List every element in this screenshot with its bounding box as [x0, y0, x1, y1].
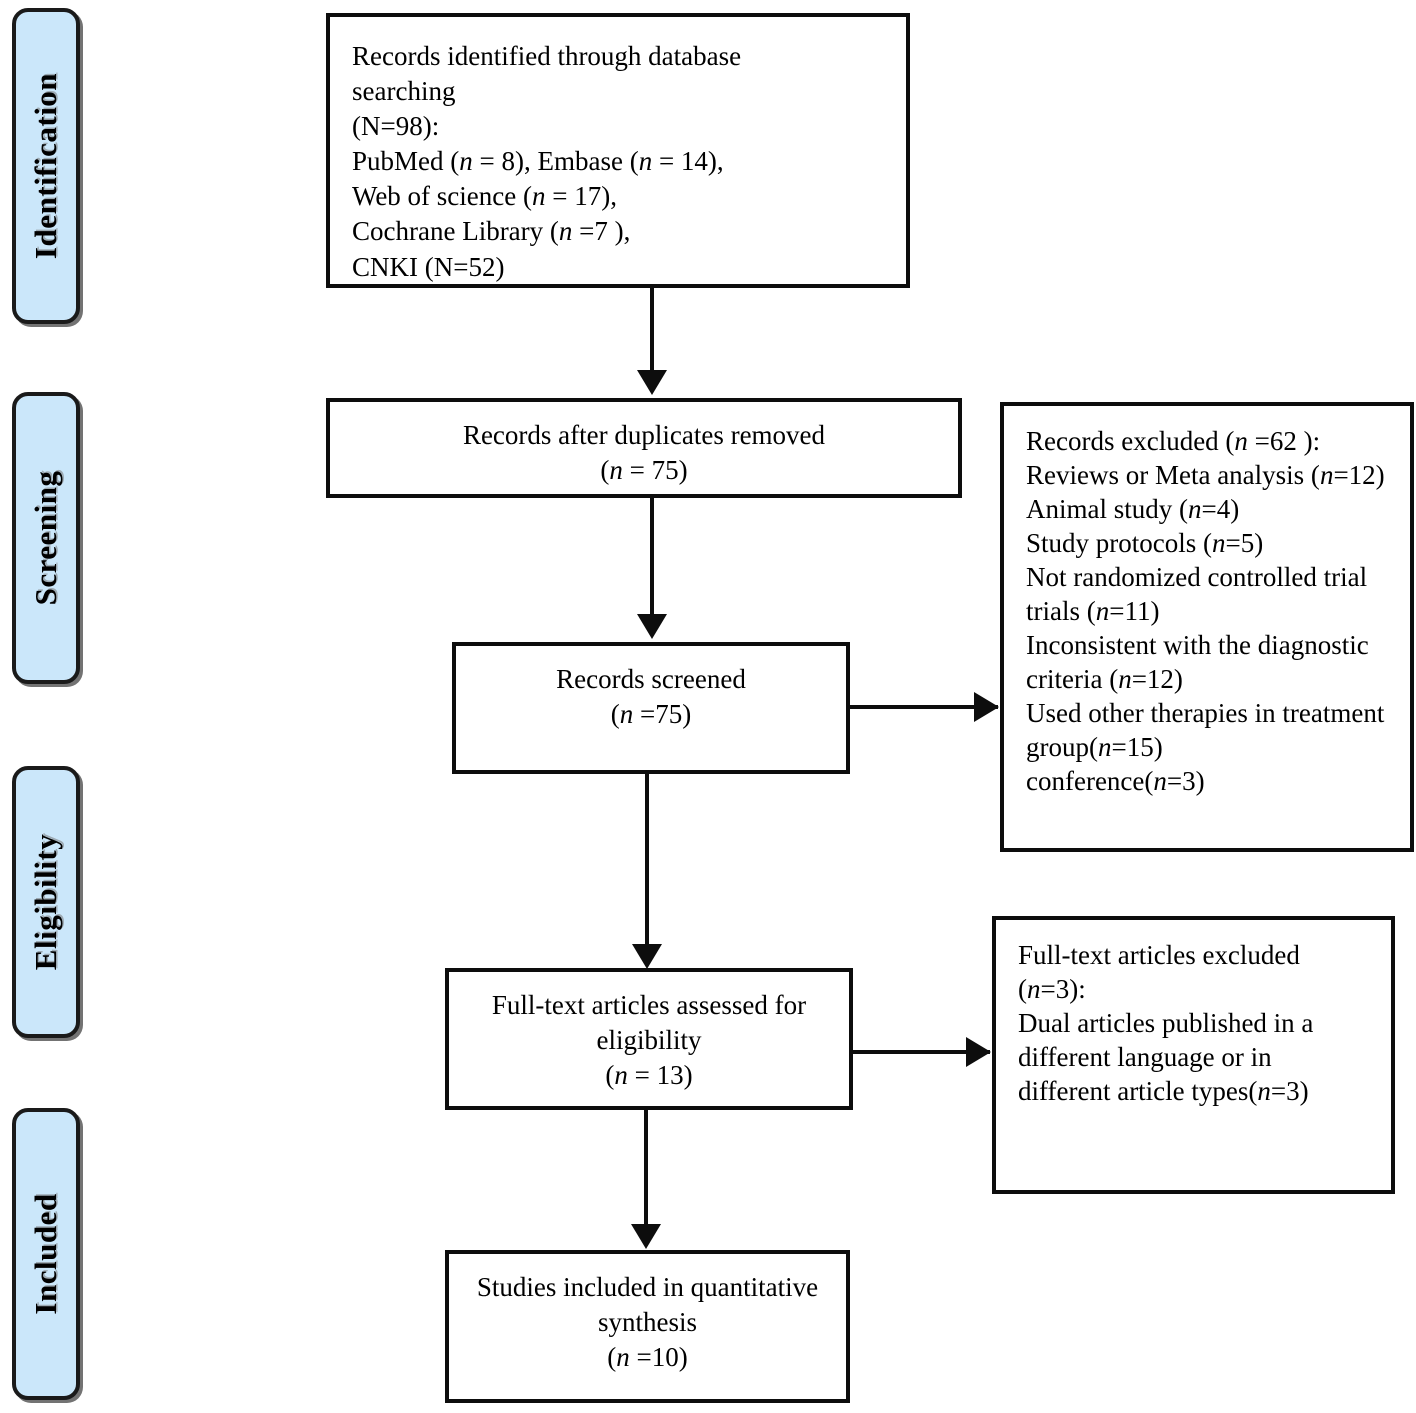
connector-screened-to-fulltext: [645, 774, 649, 946]
connector-after-duplicates-to-screened: [650, 498, 654, 616]
box-fulltext-excluded: Full-text articles excluded (n=3): Dual …: [992, 916, 1395, 1194]
connector-fulltext-to-fulltext-excluded: [853, 1050, 990, 1054]
box-studies-included: Studies included in quantitative synthes…: [445, 1250, 850, 1403]
box-records-identified: Records identified through database sear…: [326, 13, 910, 288]
stage-label-identification-text: Identification: [28, 72, 63, 260]
arrow-fulltext-to-fulltext-excluded: [966, 1037, 991, 1067]
stage-label-included: Included: [12, 1108, 80, 1400]
box-fulltext-excluded-text: Full-text articles excluded (n=3): Dual …: [1018, 940, 1314, 1107]
stage-label-screening: Screening: [12, 392, 80, 684]
stage-label-screening-text: Screening: [28, 470, 63, 606]
arrow-screened-to-records-excluded: [974, 692, 999, 722]
connector-screened-to-records-excluded: [850, 705, 998, 709]
box-records-screened-text: Records screened (n =75): [556, 664, 746, 730]
connector-fulltext-to-included: [644, 1110, 648, 1226]
box-records-screened: Records screened (n =75): [452, 642, 850, 774]
arrow-after-duplicates-to-screened: [637, 614, 667, 639]
stage-label-eligibility: Eligibility: [12, 766, 80, 1038]
box-records-identified-text: Records identified through database sear…: [352, 41, 742, 282]
box-records-after-duplicates-text: Records after duplicates removed (n = 75…: [462, 420, 826, 486]
connector-identified-to-after-duplicates: [650, 288, 654, 372]
arrow-identified-to-after-duplicates: [637, 370, 667, 395]
stage-label-eligibility-text: Eligibility: [28, 833, 63, 971]
stage-label-identification: Identification: [12, 8, 80, 324]
box-records-after-duplicates: Records after duplicates removed (n = 75…: [326, 398, 962, 498]
box-records-excluded: Records excluded (n =62 ): Reviews or Me…: [1000, 402, 1414, 852]
box-fulltext-assessed: Full-text articles assessed for eligibil…: [445, 968, 853, 1110]
box-fulltext-assessed-text: Full-text articles assessed for eligibil…: [491, 990, 807, 1091]
arrow-fulltext-to-included: [631, 1224, 661, 1249]
stage-label-included-text: Included: [28, 1193, 63, 1315]
arrow-screened-to-fulltext: [632, 944, 662, 969]
box-records-excluded-text: Records excluded (n =62 ): Reviews or Me…: [1026, 426, 1385, 797]
box-studies-included-text: Studies included in quantitative synthes…: [476, 1272, 819, 1373]
